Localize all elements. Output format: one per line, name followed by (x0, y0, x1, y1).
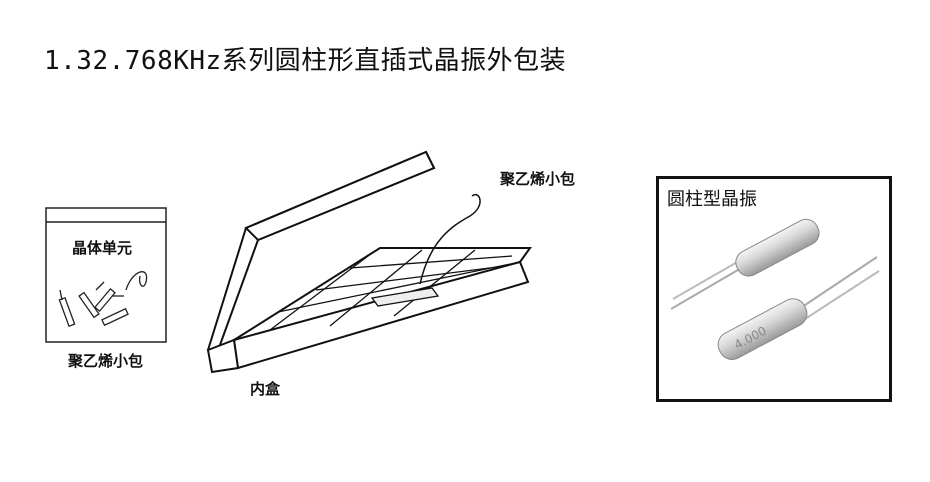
crystal-photo-drawing: 4.000 (670, 218, 880, 360)
cylindrical-crystal-photo-box: 圆柱型晶振 4.000 (656, 176, 892, 402)
poly-bag-label-right: 聚乙烯小包 (500, 170, 576, 188)
page-title: 1.32.768KHz系列圆柱形直插式晶振外包装 (44, 46, 567, 76)
crystal-unit-label: 晶体单元 (72, 239, 133, 257)
crystal-units-drawing (58, 271, 148, 328)
poly-bag-drawing (45, 207, 167, 343)
inner-box-drawing (206, 150, 532, 374)
inner-box-label: 内盒 (250, 380, 281, 398)
poly-bag-label-left: 聚乙烯小包 (68, 352, 144, 370)
photo-title: 圆柱型晶振 (667, 189, 757, 210)
